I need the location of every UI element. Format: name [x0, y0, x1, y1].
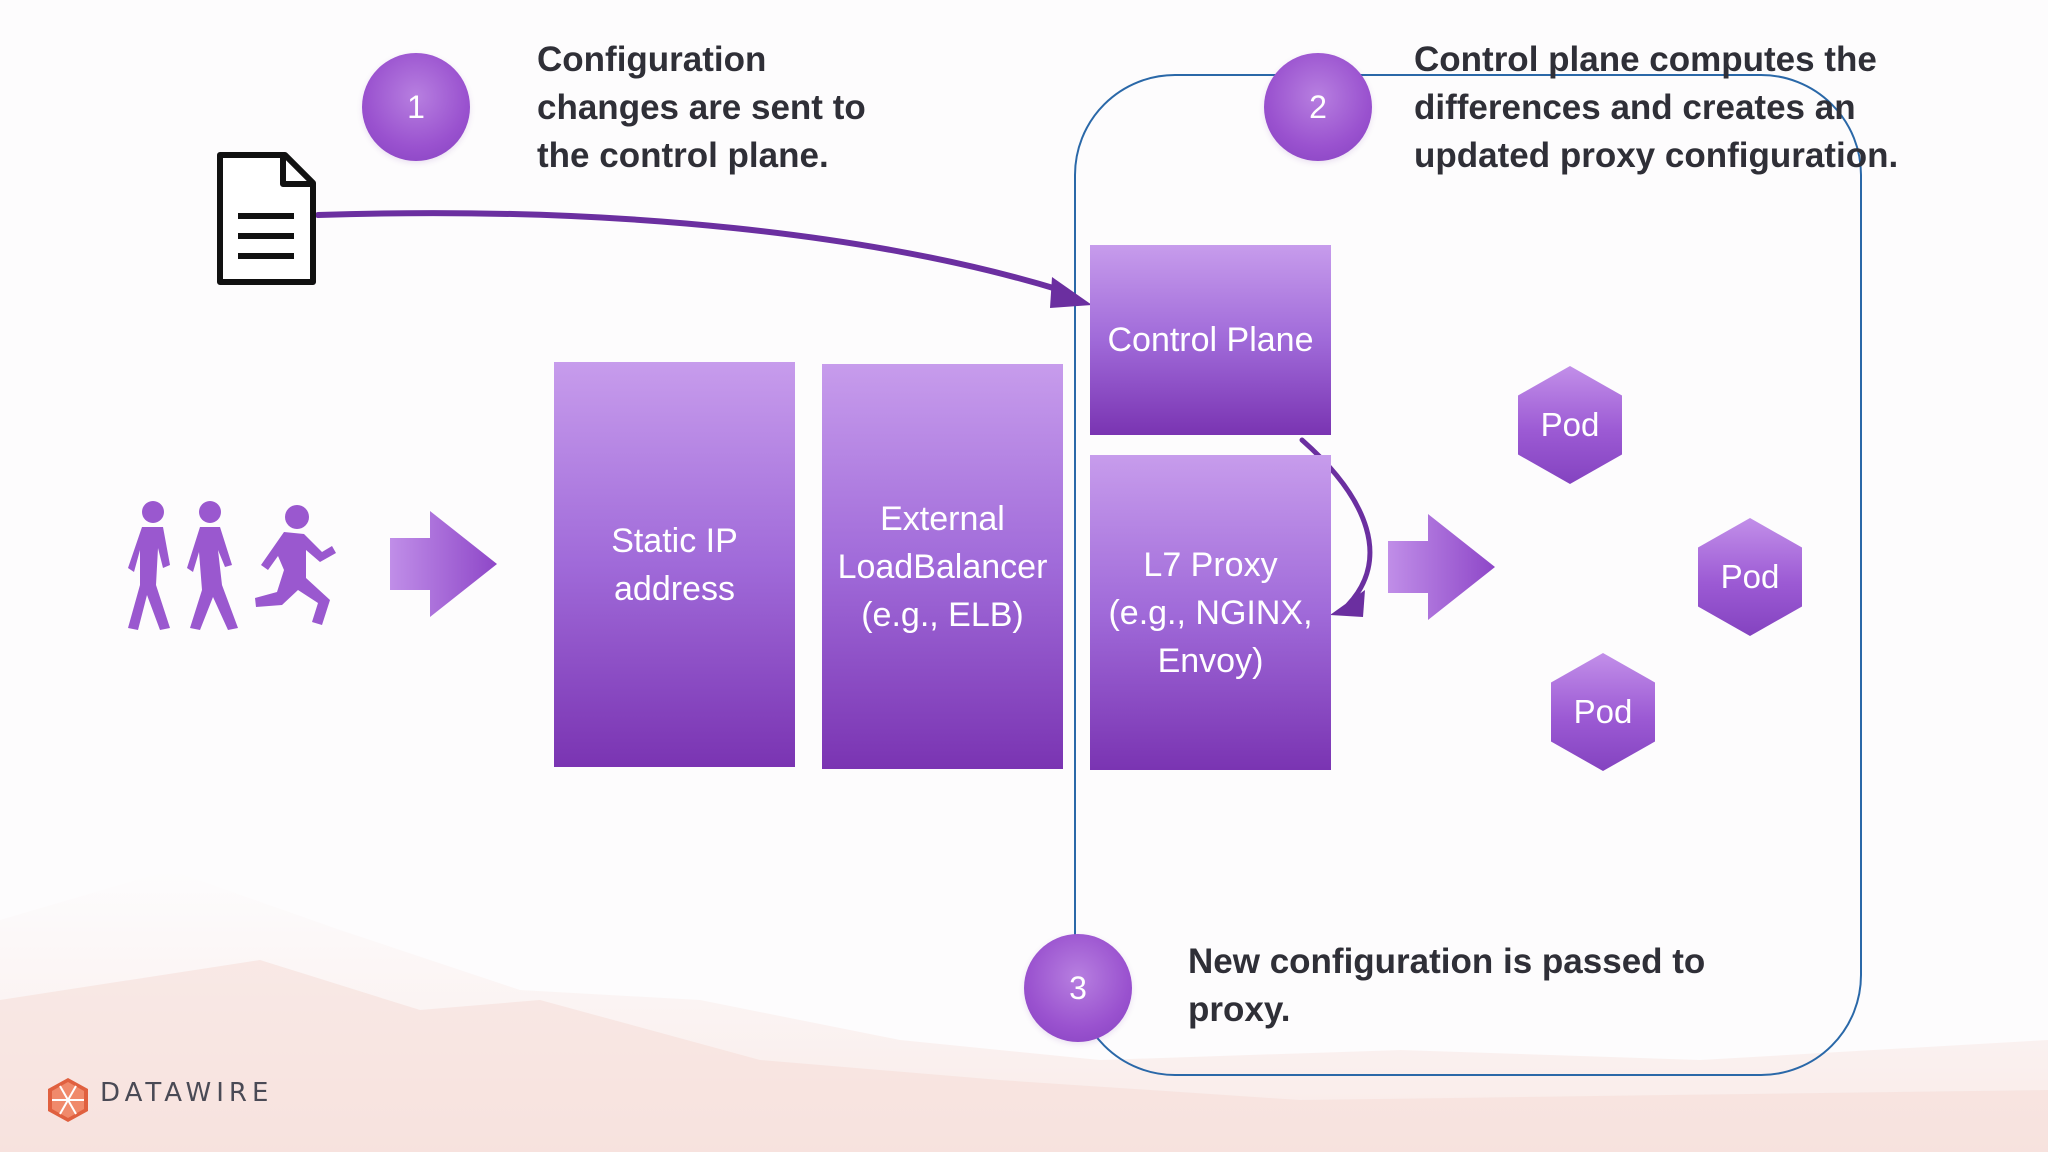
step-1-caption: Configuration changes are sent to the co…	[537, 40, 866, 175]
proxy-box: L7 Proxy (e.g., NGINX, Envoy)	[1090, 455, 1331, 770]
step-2-number: 2	[1309, 88, 1327, 125]
traffic-arrow-left	[390, 511, 497, 617]
datawire-logo-text: DATAWIRE	[100, 1078, 274, 1108]
people-walking-icon	[128, 501, 336, 630]
control-plane-boundary	[1074, 74, 1862, 1076]
document-icon	[217, 152, 316, 285]
traffic-arrow-right	[1388, 514, 1495, 620]
step-3-number: 3	[1069, 969, 1087, 1006]
step-3-caption: New configuration is passed to proxy.	[1188, 942, 1706, 1029]
pod-1: Pod	[1518, 366, 1622, 484]
static-ip-box: Static IP address	[554, 362, 795, 767]
step-1-number: 1	[407, 88, 425, 125]
step-3-badge: 3	[1024, 934, 1132, 1042]
step-2-caption: Control plane computes the differences a…	[1414, 40, 1899, 175]
load-balancer-box: External LoadBalancer (e.g., ELB)	[822, 364, 1063, 769]
control-plane-box: Control Plane	[1090, 245, 1331, 435]
pod-3: Pod	[1551, 653, 1655, 771]
datawire-logo-icon	[48, 1078, 88, 1122]
step-1-badge: 1	[362, 53, 470, 161]
control-to-proxy-arrowhead	[1330, 590, 1365, 617]
config-flow-arrowhead	[1050, 277, 1092, 308]
step-2-badge: 2	[1264, 53, 1372, 161]
config-flow-arrow	[315, 210, 1063, 293]
pod-2: Pod	[1698, 518, 1802, 636]
